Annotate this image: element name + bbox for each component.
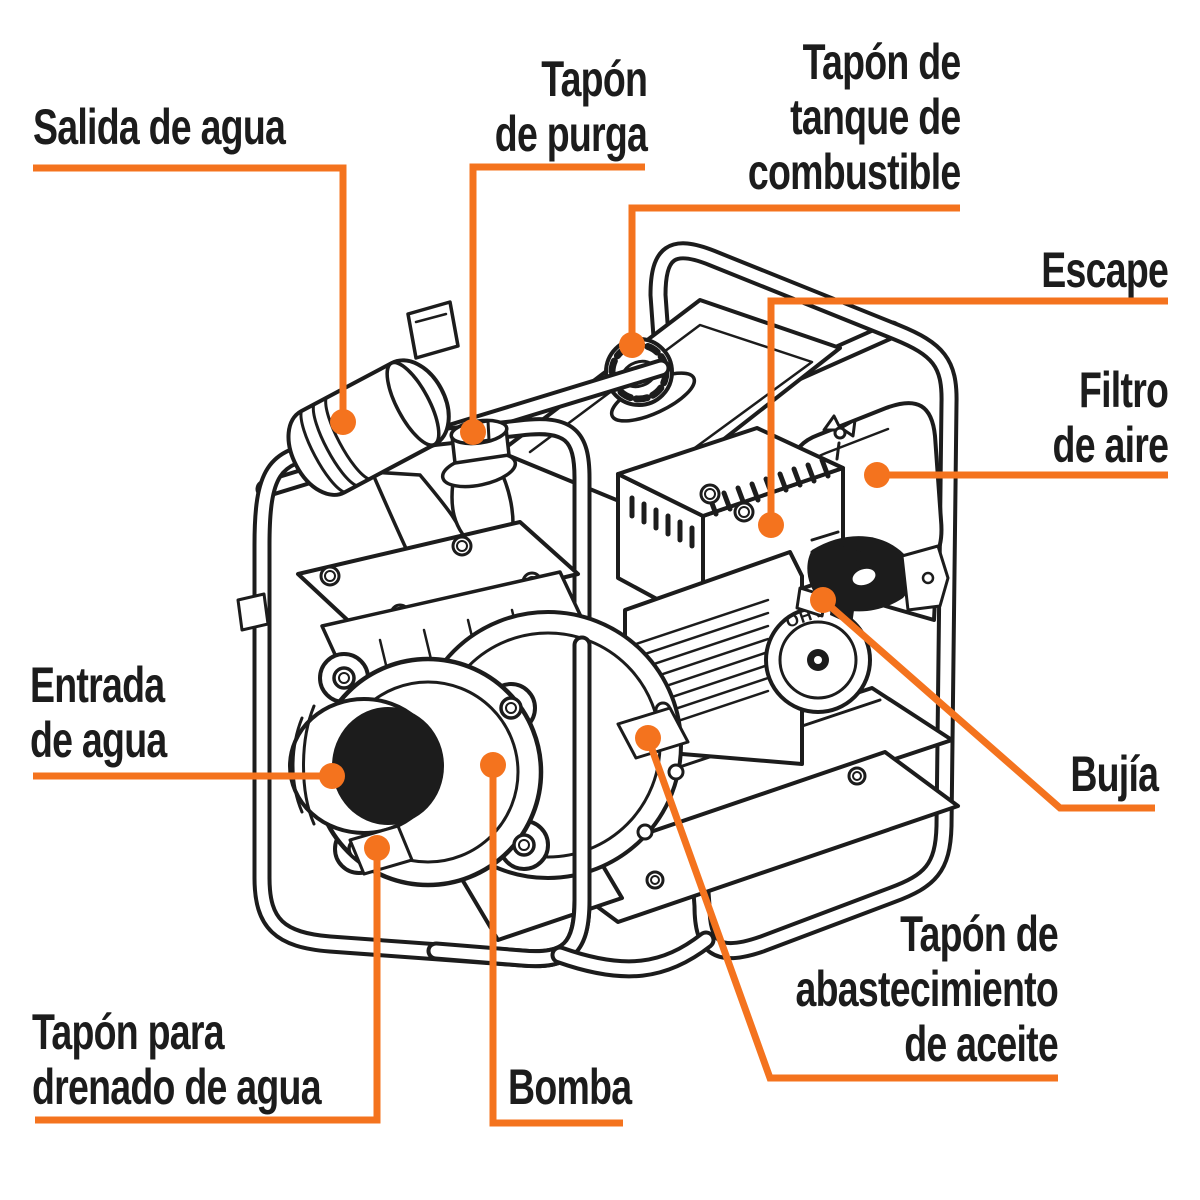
label-line: Salida de agua <box>33 99 286 155</box>
muffler <box>616 426 845 626</box>
label-tapon-drenado-agua: Tapón para drenado de agua <box>32 1004 322 1115</box>
callouts <box>33 163 1168 1127</box>
callout-dot-bujia <box>810 587 836 613</box>
label-line: de aceite <box>904 1016 1059 1072</box>
label-tapon-tanque-combustible: Tapón de tanque de combustible <box>747 35 960 200</box>
callout-dot-tapon-de-purga <box>460 419 486 445</box>
frame-front-segments <box>426 635 716 979</box>
label-salida-de-agua: Salida de agua <box>33 99 286 155</box>
label-bujia: Bujía <box>1070 746 1159 802</box>
pump-assembly <box>288 520 690 888</box>
leader-bujia <box>820 597 1155 812</box>
label-filtro-de-aire: Filtro de aire <box>1052 363 1168 473</box>
label-line: Entrada <box>30 657 165 713</box>
label-escape: Escape <box>1041 242 1169 298</box>
label-line: Filtro <box>1078 362 1169 418</box>
label-line: drenado de agua <box>32 1059 322 1115</box>
label-line: Bomba <box>508 1059 632 1115</box>
callout-dot-bomba <box>480 752 506 778</box>
water-inlet-opening <box>288 697 444 835</box>
callout-dot-salida-de-agua <box>330 409 356 435</box>
label-line: Escape <box>1041 242 1169 298</box>
leader-tapon-abastecimiento-aceite <box>644 736 1058 1082</box>
leader-salida-de-agua <box>33 164 347 424</box>
label-line: de purga <box>494 106 648 162</box>
pump-illustration: OHV <box>236 241 960 979</box>
label-entrada-de-agua: Entrada de agua <box>30 657 167 768</box>
label-line: de agua <box>30 712 167 768</box>
water-outlet <box>286 300 472 570</box>
leader-tapon-drenado-agua <box>35 848 381 1124</box>
callout-dot-entrada-de-agua <box>319 763 345 789</box>
wing-nut-icon <box>822 414 857 461</box>
label-line: abastecimiento <box>795 961 1058 1017</box>
callout-dot-tapon-drenado-agua <box>364 835 390 861</box>
callout-dot-filtro-de-aire <box>864 462 890 488</box>
callout-dot-tapon-abastecimiento-aceite <box>635 725 661 751</box>
label-line: Tapón para <box>32 1004 225 1060</box>
label-tapon-abastecimiento-aceite: Tapón de abastecimiento de aceite <box>795 907 1058 1072</box>
label-line: Tapón de <box>802 34 961 90</box>
label-line: tanque de <box>789 89 961 145</box>
label-line: Tapón de <box>900 906 1059 962</box>
callout-dot-escape <box>758 512 784 538</box>
label-line: combustible <box>747 144 960 200</box>
leader-escape <box>767 297 1168 525</box>
leader-tapon-de-purga <box>469 163 645 432</box>
leader-bomba <box>489 765 623 1127</box>
label-tapon-de-purga: Tapón de purga <box>494 51 648 162</box>
label-bomba: Bomba <box>508 1059 632 1115</box>
leader-tapon-tanque-combustible <box>628 204 960 345</box>
label-line: de aire <box>1052 417 1168 473</box>
label-line: Bujía <box>1070 746 1159 802</box>
muffler-vent-slots <box>629 457 831 549</box>
callout-dot-tapon-tanque-combustible <box>619 332 645 358</box>
label-line: Tapón <box>541 51 648 107</box>
